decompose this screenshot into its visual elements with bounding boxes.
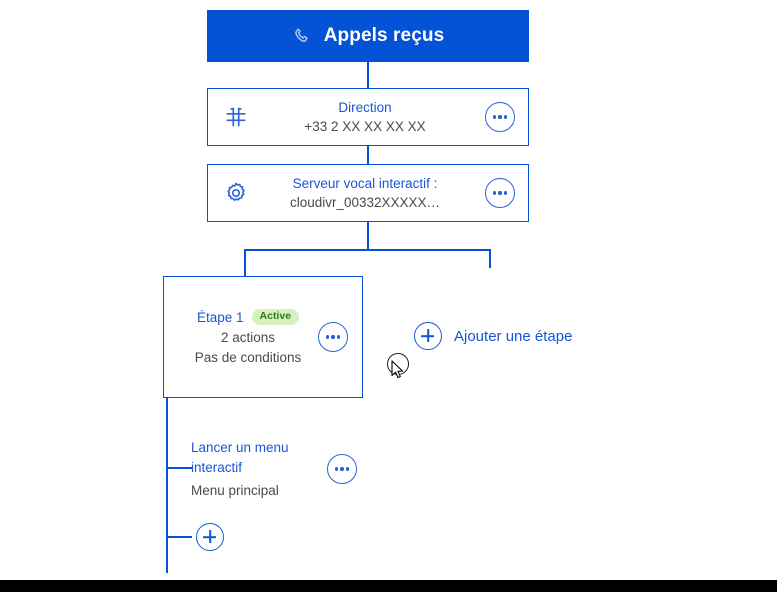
node-card-direction[interactable]: Direction +33 2 XX XX XX XX — [207, 88, 529, 146]
connector-bus-to-step — [244, 249, 246, 276]
add-step-label: Ajouter une étape — [454, 327, 573, 345]
action-menu-wrap — [327, 454, 357, 484]
phone-icon — [292, 26, 312, 46]
step-actions-count: 2 actions — [220, 329, 276, 345]
connector-bus-to-add-step — [489, 249, 491, 268]
step-conditions: Pas de conditions — [194, 349, 302, 365]
direction-card-body: Direction +33 2 XX XX XX XX — [264, 100, 472, 134]
step-header-row: Étape 1 Active — [196, 309, 300, 325]
step-card-inner: Étape 1 Active 2 actions Pas de conditio… — [164, 309, 362, 365]
connector-branch-bus — [244, 249, 491, 251]
ivr-card-body: Serveur vocal interactif : cloudivr_0033… — [264, 176, 472, 210]
status-badge: Active — [251, 309, 300, 325]
hash-keypad-icon — [208, 104, 264, 130]
action-subtitle: Menu principal — [191, 483, 279, 499]
flow-header-title: Appels reçus — [323, 25, 445, 46]
connector-step-spine — [166, 398, 168, 573]
direction-menu-wrap — [472, 102, 528, 132]
add-step-button[interactable]: Ajouter une étape — [414, 322, 572, 350]
plus-circle-icon[interactable] — [414, 322, 442, 350]
step-card-body: Étape 1 Active 2 actions Pas de conditio… — [164, 309, 318, 365]
direction-number: +33 2 XX XX XX XX — [304, 119, 426, 134]
ellipsis-icon[interactable] — [318, 322, 348, 352]
plus-circle-icon[interactable] — [196, 523, 224, 551]
connector-direction-to-ivr — [367, 146, 369, 164]
step-title: Étape 1 — [196, 309, 244, 325]
gear-icon — [208, 180, 264, 206]
ellipsis-icon[interactable] — [327, 454, 357, 484]
ivr-identifier: cloudivr_00332XXXXX… — [289, 195, 441, 210]
connector-spine-to-add-action — [166, 536, 192, 538]
ellipsis-icon[interactable] — [485, 178, 515, 208]
ivr-menu-wrap — [472, 178, 528, 208]
node-card-step-1[interactable]: Étape 1 Active 2 actions Pas de conditio… — [163, 276, 363, 398]
node-card-ivr[interactable]: Serveur vocal interactif : cloudivr_0033… — [207, 164, 529, 222]
node-action-menu-interactif[interactable]: Lancer un menu interactif Menu principal — [191, 438, 381, 498]
connector-ivr-to-bus — [367, 222, 369, 250]
flow-header-appels-recus[interactable]: Appels reçus — [207, 10, 529, 62]
bottom-status-bar — [0, 580, 777, 592]
ivr-title: Serveur vocal interactif : — [292, 176, 438, 191]
mouse-cursor — [391, 360, 404, 379]
direction-title: Direction — [338, 100, 392, 115]
action-body: Lancer un menu interactif Menu principal — [191, 438, 311, 498]
ellipsis-icon[interactable] — [485, 102, 515, 132]
action-title: Lancer un menu interactif — [191, 440, 289, 475]
add-action-button[interactable] — [196, 523, 224, 551]
connector-header-to-direction — [367, 62, 369, 88]
connector-spine-to-action — [166, 467, 192, 469]
